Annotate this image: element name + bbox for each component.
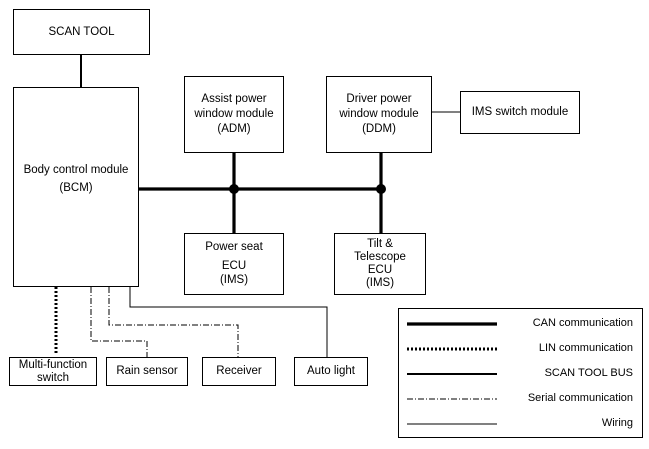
ddm-label-line2: window module <box>339 108 419 121</box>
ddm-label-line3: (DDM) <box>362 122 396 135</box>
multifunction-label-line2: switch <box>37 371 69 384</box>
tilt-label-line1: Tilt & <box>367 237 393 250</box>
serial-rain-sensor <box>90 287 148 357</box>
legend-label-wiring: Wiring <box>601 417 633 429</box>
tilt-label-line2: Telescope <box>354 250 406 263</box>
legend-label-can: CAN communication <box>532 317 633 329</box>
legend-row-can: CAN communication <box>399 314 642 334</box>
ims-switch-box: IMS switch module <box>460 91 580 134</box>
legend-row-lin: LIN communication <box>399 339 642 359</box>
adm-label-line1: Assist power <box>201 93 267 106</box>
scan-tool-label: SCAN TOOL <box>48 25 115 38</box>
bcm-label-line1: Body control module <box>23 164 129 176</box>
legend-swatch-can <box>407 322 497 326</box>
tilt-label-line3: ECU <box>367 264 393 276</box>
serial-receiver <box>108 287 239 357</box>
can-node-ddm <box>376 184 386 194</box>
can-node-adm <box>229 184 239 194</box>
receiver-label: Receiver <box>216 365 262 378</box>
adm-box: Assist power window module (ADM) <box>184 76 284 153</box>
ims-switch-label: IMS switch module <box>471 106 569 119</box>
tilt-label-line4: (IMS) <box>365 277 395 290</box>
legend-row-wiring: Wiring <box>399 414 642 434</box>
legend-row-scan: SCAN TOOL BUS <box>399 364 642 384</box>
multifunction-switch-box: Multi-function switch <box>9 357 97 386</box>
scan-tool-box: SCAN TOOL <box>13 9 150 55</box>
legend: CAN communication LIN communication SCAN… <box>398 308 643 438</box>
ddm-label-line1: Driver power <box>346 93 412 106</box>
legend-swatch-serial <box>407 398 497 400</box>
legend-swatch-wiring <box>407 423 497 425</box>
rain-sensor-label: Rain sensor <box>116 365 178 378</box>
adm-label-line3: (ADM) <box>217 122 251 135</box>
rain-sensor-box: Rain sensor <box>106 357 188 386</box>
legend-swatch-lin <box>407 347 497 351</box>
power-seat-label-line1: Power seat <box>205 240 263 253</box>
adm-label-line2: window module <box>194 108 274 121</box>
multifunction-label-line1: Multi-function <box>18 358 88 371</box>
legend-label-scan: SCAN TOOL BUS <box>544 367 633 379</box>
legend-label-lin: LIN communication <box>538 342 633 354</box>
ddm-box: Driver power window module (DDM) <box>326 76 432 153</box>
bcm-label-line2: (BCM) <box>59 181 93 194</box>
power-seat-ecu-box: Power seat ECU (IMS) <box>184 233 284 295</box>
tilt-telescope-ecu-box: Tilt & Telescope ECU (IMS) <box>334 233 426 295</box>
legend-row-serial: Serial communication <box>399 389 642 409</box>
auto-light-label: Auto light <box>307 365 355 378</box>
legend-label-serial: Serial communication <box>527 392 633 404</box>
power-seat-label-line2: ECU <box>221 259 247 272</box>
power-seat-label-line3: (IMS) <box>219 274 249 287</box>
auto-light-box: Auto light <box>294 357 368 386</box>
legend-swatch-scan <box>407 373 497 375</box>
wiring-auto-light <box>129 287 328 357</box>
bcm-box: Body control module (BCM) <box>13 87 139 287</box>
receiver-box: Receiver <box>202 357 276 386</box>
